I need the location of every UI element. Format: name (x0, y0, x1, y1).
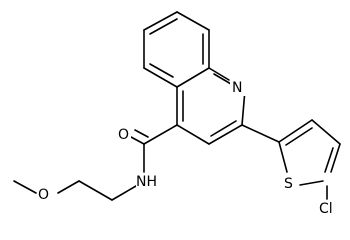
benzo-ring (143, 11, 210, 88)
thiophene-sulfur-label: S (284, 176, 293, 192)
ether-oxygen-label: O (38, 187, 49, 203)
carbonyl-oxygen-label: O (118, 127, 129, 143)
thiophene-ring (241, 119, 341, 200)
atom-labels: N O NH O S Cl (38, 78, 340, 218)
amide-nitrogen-label: NH (136, 174, 157, 190)
amide-group (130, 124, 178, 173)
chlorine-label: Cl (319, 201, 333, 217)
ring-nitrogen-label: N (232, 80, 242, 96)
methoxyethyl-chain (13, 180, 137, 201)
